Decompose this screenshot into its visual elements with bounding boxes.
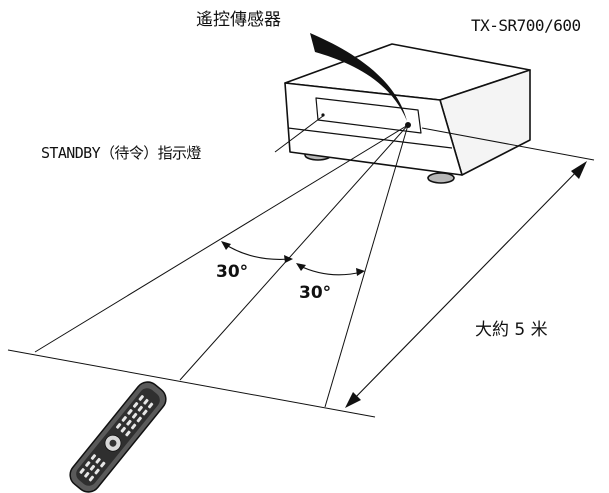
remote-button <box>94 468 100 475</box>
receiver-front-line <box>287 127 453 149</box>
standby-pointer <box>274 115 324 153</box>
remote-button <box>95 457 101 464</box>
distance-label: 大約 5 米 <box>475 320 548 340</box>
remote-button <box>147 402 154 409</box>
remote-button <box>136 416 142 423</box>
remote-button <box>120 426 126 433</box>
remote-button <box>131 412 138 419</box>
remote-button <box>130 423 137 430</box>
receiver-display <box>315 97 422 134</box>
range-line-left <box>34 124 409 353</box>
arrowhead <box>221 241 231 250</box>
arrowhead <box>284 255 293 263</box>
distance-arrow-line <box>348 164 584 405</box>
remote-buttons <box>79 395 154 482</box>
standby-indicator-label: STANDBY（待令）指示燈 <box>41 144 201 162</box>
angle-right-label: 30° <box>299 283 332 303</box>
remote-button <box>100 461 106 468</box>
ground-line <box>7 349 376 418</box>
distance-arrowhead-bottom <box>345 392 361 408</box>
receiver-illustration <box>284 43 531 184</box>
standby-led <box>321 113 325 117</box>
remote-button <box>85 461 91 467</box>
arrowhead <box>296 263 306 271</box>
range-line-center <box>179 124 409 381</box>
remote-button <box>88 475 95 482</box>
distance-ref-top <box>421 127 595 161</box>
remote-button <box>138 395 144 401</box>
angle-left-label: 30° <box>216 262 249 282</box>
remote-button <box>143 398 149 405</box>
remote-dpad-center <box>109 439 117 447</box>
remote-button <box>125 430 131 437</box>
model-label: TX-SR700/600 <box>471 16 581 35</box>
remote-control-illustration <box>69 381 167 493</box>
receiver-foot <box>427 172 455 184</box>
remote-button <box>89 464 96 471</box>
distance-dimension <box>345 161 587 408</box>
remote-sensor-label: 遙控傳感器 <box>196 10 281 30</box>
remote-button <box>84 471 90 478</box>
remote-button <box>90 454 97 460</box>
range-line-right <box>324 124 409 408</box>
distance-arrowhead-top <box>571 161 587 179</box>
remote-button <box>121 416 127 422</box>
arrowhead <box>356 268 365 276</box>
remote-button <box>127 409 133 415</box>
remote-button <box>79 468 85 474</box>
remote-button <box>132 402 139 408</box>
remote-button <box>115 423 122 429</box>
range-lines <box>7 115 595 418</box>
angle-arrowheads <box>221 241 365 276</box>
angle-arc-left <box>222 242 291 260</box>
remote-button <box>137 405 143 412</box>
ir-signal-beam <box>310 33 407 121</box>
angle-arc-right <box>297 264 363 276</box>
remote-button <box>142 409 148 416</box>
remote-button <box>126 419 132 426</box>
